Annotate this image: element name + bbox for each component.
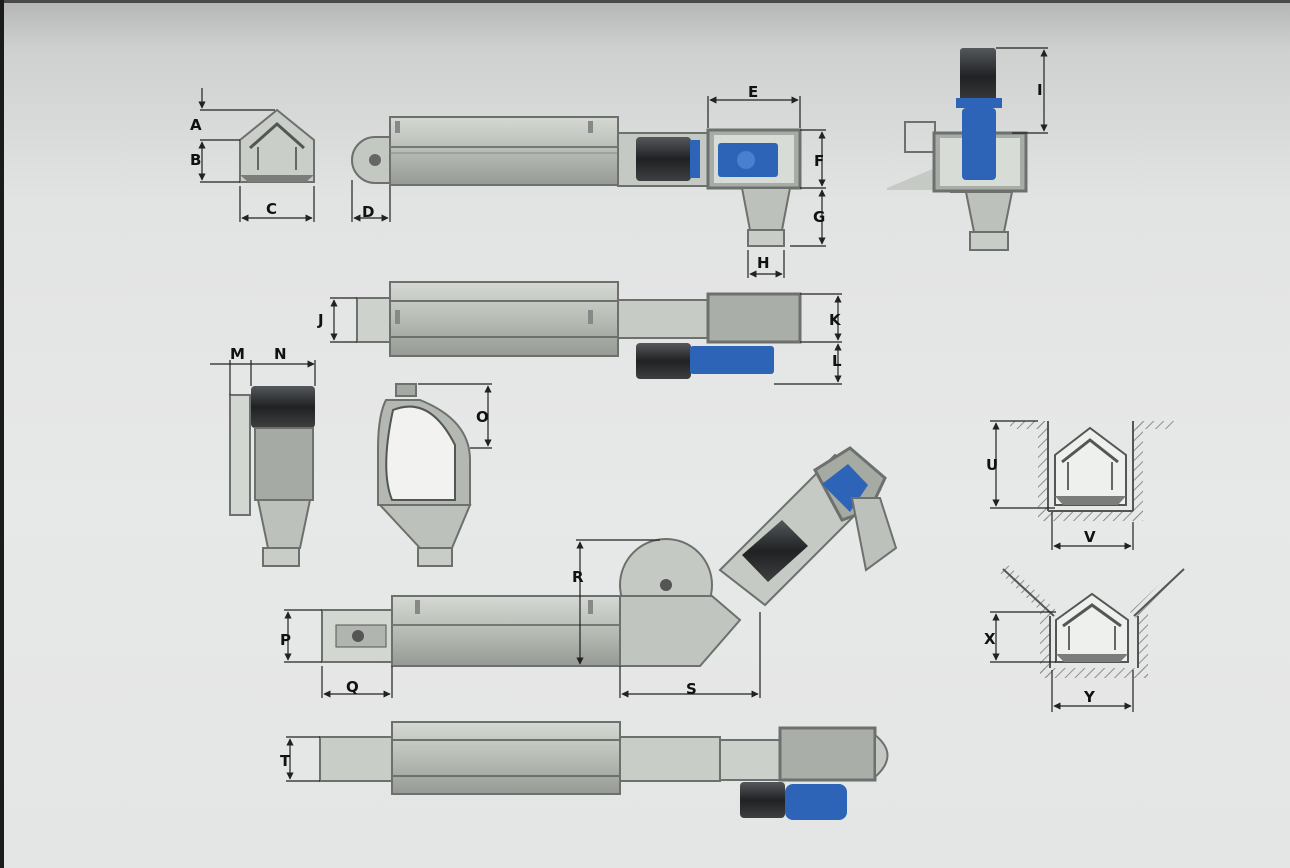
bottom-plan-view bbox=[319, 721, 889, 820]
pit-installation-view bbox=[1010, 421, 1175, 521]
label-a: A bbox=[190, 116, 202, 134]
top-plan-view bbox=[356, 281, 802, 379]
label-b: B bbox=[190, 151, 201, 169]
label-f: F bbox=[814, 152, 824, 170]
trench-installation-view bbox=[1000, 565, 1188, 678]
label-n: N bbox=[274, 345, 287, 363]
label-o: O bbox=[476, 408, 489, 426]
label-v: V bbox=[1084, 528, 1096, 546]
label-d: D bbox=[362, 203, 374, 221]
cross-section-view bbox=[239, 108, 315, 183]
label-q: Q bbox=[346, 678, 359, 696]
label-r: R bbox=[572, 568, 584, 586]
label-m: M bbox=[230, 345, 245, 363]
label-h: H bbox=[757, 254, 770, 272]
drum-section-view bbox=[377, 383, 472, 567]
dimension-lines bbox=[198, 47, 1134, 782]
top-border bbox=[0, 0, 1290, 3]
label-p: P bbox=[280, 631, 291, 649]
label-e: E bbox=[748, 83, 758, 101]
side-elevation-view bbox=[351, 116, 802, 247]
label-u: U bbox=[986, 456, 998, 474]
label-c: C bbox=[266, 200, 277, 218]
label-y: Y bbox=[1083, 688, 1096, 706]
dimension-labels: A B C D E F G H I J K L M N O P Q R S T … bbox=[190, 81, 1096, 770]
label-s: S bbox=[686, 680, 697, 698]
label-t: T bbox=[280, 752, 291, 770]
end-view-with-motor bbox=[887, 48, 1028, 251]
motor-end-view bbox=[229, 386, 315, 567]
label-l: L bbox=[832, 352, 842, 370]
label-g: G bbox=[813, 208, 825, 226]
label-j: J bbox=[317, 311, 324, 329]
label-i: I bbox=[1037, 81, 1043, 99]
left-border bbox=[0, 0, 4, 868]
label-k: K bbox=[829, 311, 842, 329]
label-x: X bbox=[984, 630, 996, 648]
